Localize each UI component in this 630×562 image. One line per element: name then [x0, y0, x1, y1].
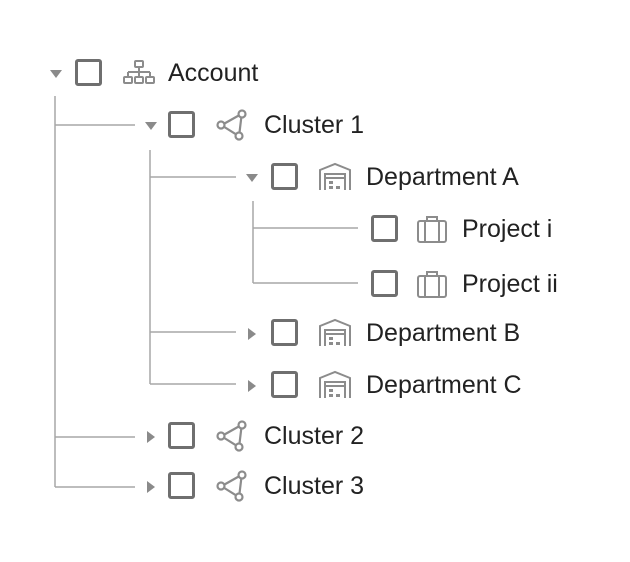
department-b-label: Department B	[366, 319, 521, 347]
project-ii-label: Project ii	[462, 270, 558, 298]
project-ii-checkbox[interactable]	[371, 270, 398, 297]
org-chart-icon	[122, 56, 156, 90]
cluster-network-icon	[215, 419, 249, 453]
caret-down-icon[interactable]	[244, 170, 260, 186]
tree-node-account[interactable]: Account	[0, 54, 300, 94]
project-i-label: Project i	[462, 215, 553, 243]
warehouse-icon	[318, 316, 352, 350]
tree-node-cluster-2[interactable]: Cluster 2	[0, 417, 400, 457]
caret-right-icon[interactable]	[244, 326, 260, 342]
cluster-2-checkbox[interactable]	[168, 422, 195, 449]
cluster-3-checkbox[interactable]	[168, 472, 195, 499]
cluster-1-label: Cluster 1	[264, 111, 365, 139]
department-b-checkbox[interactable]	[271, 319, 298, 346]
warehouse-icon	[318, 160, 352, 194]
tree-node-cluster-1[interactable]: Cluster 1	[0, 106, 400, 146]
cluster-network-icon	[215, 108, 249, 142]
warehouse-icon	[318, 368, 352, 402]
caret-right-icon[interactable]	[143, 429, 159, 445]
tree-node-project-i[interactable]: Project i	[0, 210, 590, 250]
cluster-1-checkbox[interactable]	[168, 111, 195, 138]
department-a-label: Department A	[366, 163, 519, 191]
department-a-checkbox[interactable]	[271, 163, 298, 190]
tree-node-department-c[interactable]: Department C	[0, 366, 560, 406]
department-c-label: Department C	[366, 371, 522, 399]
cluster-2-label: Cluster 2	[264, 422, 365, 450]
tree-node-department-b[interactable]: Department B	[0, 314, 560, 354]
tree-node-department-a[interactable]: Department A	[0, 158, 560, 198]
caret-down-icon[interactable]	[48, 66, 64, 82]
account-checkbox[interactable]	[75, 59, 102, 86]
cluster-3-label: Cluster 3	[264, 472, 365, 500]
briefcase-icon	[415, 212, 449, 246]
caret-down-icon[interactable]	[143, 118, 159, 134]
project-i-checkbox[interactable]	[371, 215, 398, 242]
tree-node-project-ii[interactable]: Project ii	[0, 265, 600, 305]
caret-right-icon[interactable]	[244, 378, 260, 394]
briefcase-icon	[415, 267, 449, 301]
account-label: Account	[168, 59, 259, 87]
caret-right-icon[interactable]	[143, 479, 159, 495]
department-c-checkbox[interactable]	[271, 371, 298, 398]
tree-node-cluster-3[interactable]: Cluster 3	[0, 467, 400, 507]
cluster-network-icon	[215, 469, 249, 503]
